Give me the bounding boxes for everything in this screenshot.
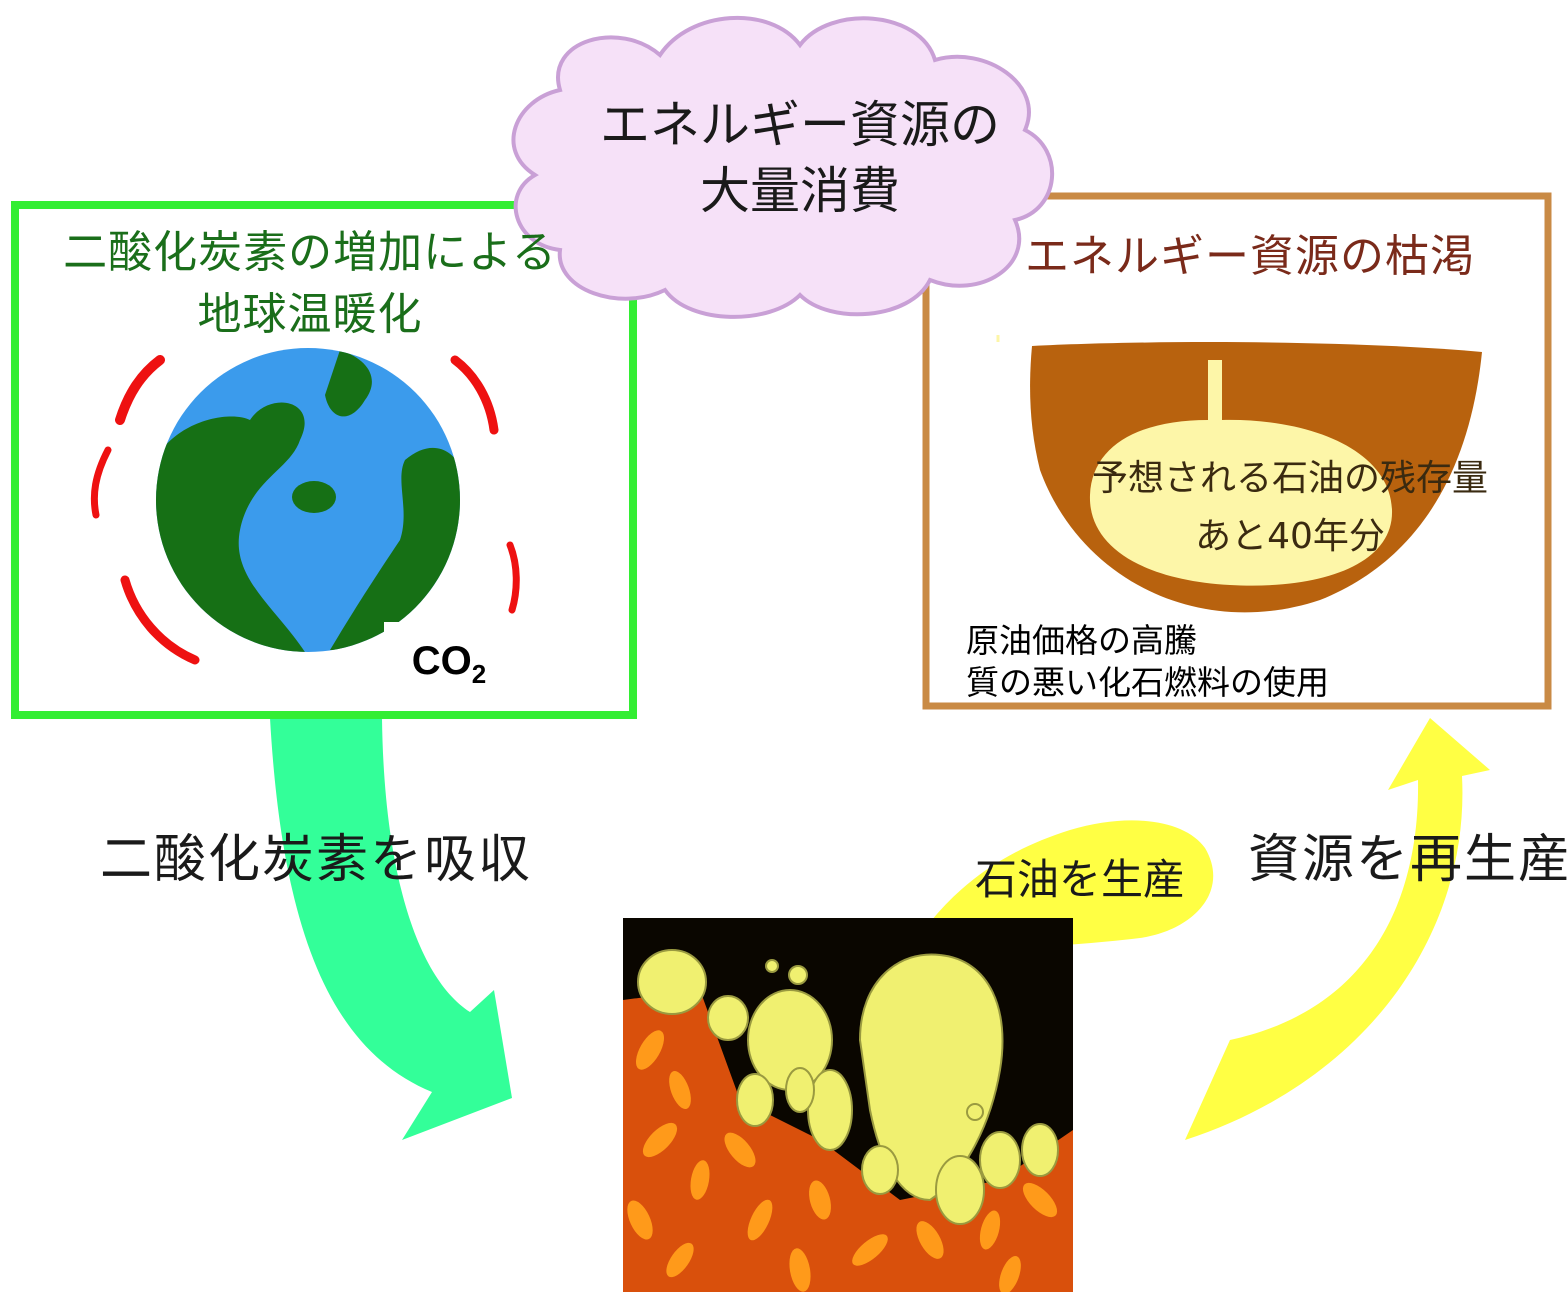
- absorb-arrow: [270, 718, 512, 1140]
- regen-label: 資源を再生産: [1248, 830, 1568, 890]
- cloud-label: エネルギー資源の 大量消費: [560, 92, 1040, 224]
- cloud-label-line1: エネルギー資源の: [600, 96, 1000, 154]
- cloud-shape: [511, 15, 1055, 319]
- co2-main: CO: [411, 639, 472, 683]
- algae-photo: [623, 918, 1073, 1292]
- depletion-note-line1: 原油価格の高騰: [966, 622, 1197, 659]
- oil-remaining-label: 予想される石油の残存量 あと40年分: [1070, 450, 1510, 566]
- warming-title: 二酸化炭素の増加による 地球温暖化: [30, 222, 590, 346]
- cloud-label-line2: 大量消費: [700, 162, 900, 220]
- absorb-label: 二酸化炭素を吸収: [100, 830, 533, 890]
- oil-remaining-line2: あと40年分: [1195, 516, 1385, 557]
- produce-label: 石油を生産: [975, 855, 1186, 904]
- depletion-note: 原油価格の高騰 質の悪い化石燃料の使用: [966, 620, 1436, 704]
- earth-icon: [90, 348, 520, 665]
- oil-reservoir-icon: [996, 335, 1482, 613]
- regen-arrow: [1185, 718, 1490, 1140]
- oil-remaining-line1: 予想される石油の残存量: [1091, 458, 1488, 499]
- depletion-note-line2: 質の悪い化石燃料の使用: [966, 664, 1329, 701]
- warming-title-line2: 地球温暖化: [197, 289, 423, 340]
- co2-subscript: 2: [471, 659, 487, 689]
- warming-title-line1: 二酸化炭素の増加による: [63, 227, 557, 278]
- co2-label: CO2: [384, 622, 514, 700]
- depletion-title: エネルギー資源の枯渇: [1025, 231, 1475, 282]
